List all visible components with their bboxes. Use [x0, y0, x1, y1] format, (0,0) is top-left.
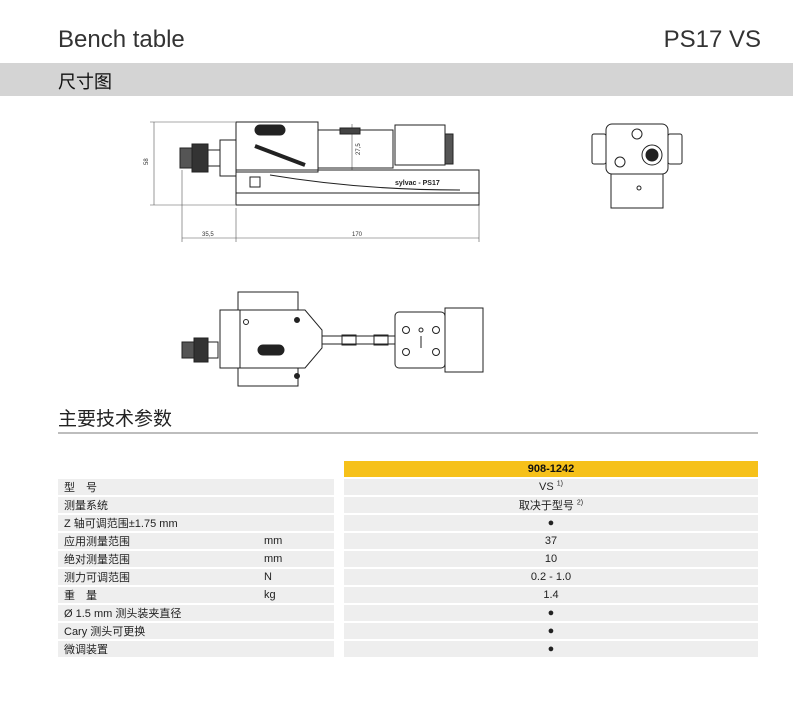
spec-row: Cary 测头可更换 ● — [58, 623, 758, 639]
spec-value-cell: 37 — [344, 533, 758, 549]
spec-label: 微调装置 — [58, 641, 264, 657]
spec-label: 重 量 — [58, 587, 264, 603]
spec-label: 测量系统 — [58, 497, 264, 513]
spec-value: VS — [539, 481, 554, 493]
spec-value: ● — [547, 607, 555, 619]
spec-value: 取决于型号 — [518, 500, 574, 512]
spec-label: 测力可调范围 — [58, 569, 264, 585]
spec-value: ● — [547, 517, 555, 529]
spec-unit: mm — [264, 551, 334, 567]
spec-value-cell: 取决于型号 2) — [344, 497, 758, 513]
spec-unit: kg — [264, 587, 334, 603]
spec-unit — [264, 641, 334, 657]
top-view-drawing — [181, 291, 484, 387]
spec-footnote-mark: 1) — [556, 480, 563, 488]
spec-unit — [264, 623, 334, 639]
dimension-section-band: 尺寸图 — [0, 63, 793, 96]
spec-value: 1.4 — [543, 589, 559, 601]
brand-label: sylvac - PS17 — [395, 180, 440, 187]
specs-divider — [58, 432, 758, 434]
model-column-header: 908-1242 — [344, 461, 758, 477]
spec-row: 微调装置 ● — [58, 641, 758, 657]
dimension-section-title: 尺寸图 — [58, 72, 112, 92]
spec-row: 型 号 VS 1) — [58, 479, 758, 495]
spec-row: Ø 1.5 mm 测头装夹直径 ● — [58, 605, 758, 621]
dim-length-label: 170 — [352, 232, 363, 238]
specs-title: 主要技术参数 — [58, 409, 173, 430]
model-name: PS17 VS — [663, 26, 761, 53]
spec-label: Cary 测头可更换 — [58, 623, 264, 639]
dim-inner-label: 27,5 — [356, 143, 362, 155]
spec-value-cell: 1.4 — [344, 587, 758, 603]
spec-unit — [264, 497, 334, 513]
spec-value-cell: 10 — [344, 551, 758, 567]
spec-row: 测量系统 取决于型号 2) — [58, 497, 758, 513]
spec-value-cell: VS 1) — [344, 479, 758, 495]
spec-value: 0.2 - 1.0 — [530, 571, 572, 583]
spec-unit: N — [264, 569, 334, 585]
spec-value-cell: ● — [344, 515, 758, 531]
spec-unit — [264, 515, 334, 531]
dim-height-label: 58 — [144, 158, 150, 165]
spec-unit — [264, 605, 334, 621]
spec-label: Z 轴可调范围±1.75 mm — [58, 515, 264, 531]
specs-table: 908-1242 型 号 VS 1) 测量系统 取决于型号 2) Z 轴可调范围±1.7… — [58, 459, 758, 659]
spec-value: 37 — [544, 535, 558, 547]
specs-header-row: 908-1242 — [58, 461, 758, 477]
page-title: Bench table — [58, 26, 185, 53]
spec-value-cell: ● — [344, 605, 758, 621]
end-view-drawing — [591, 123, 683, 209]
spec-label: 绝对测量范围 — [58, 551, 264, 567]
spec-row: Z 轴可调范围±1.75 mm ● — [58, 515, 758, 531]
spec-value-cell: ● — [344, 623, 758, 639]
spec-value-cell: 0.2 - 1.0 — [344, 569, 758, 585]
spec-footnote-mark: 2) — [576, 499, 584, 507]
spec-value: ● — [547, 625, 555, 637]
spec-label: 应用测量范围 — [58, 533, 264, 549]
spec-unit — [264, 479, 334, 495]
dim-offset-label: 35,5 — [202, 232, 214, 238]
side-view-drawing: 58 27,5 35,5 170 sylvac - PS17 — [144, 121, 480, 242]
spec-unit: mm — [264, 533, 334, 549]
spec-value: 10 — [544, 553, 558, 565]
spec-value-cell: ● — [344, 641, 758, 657]
spec-value: ● — [547, 643, 555, 655]
spec-label: 型 号 — [58, 479, 264, 495]
spec-label: Ø 1.5 mm 测头装夹直径 — [58, 605, 264, 621]
